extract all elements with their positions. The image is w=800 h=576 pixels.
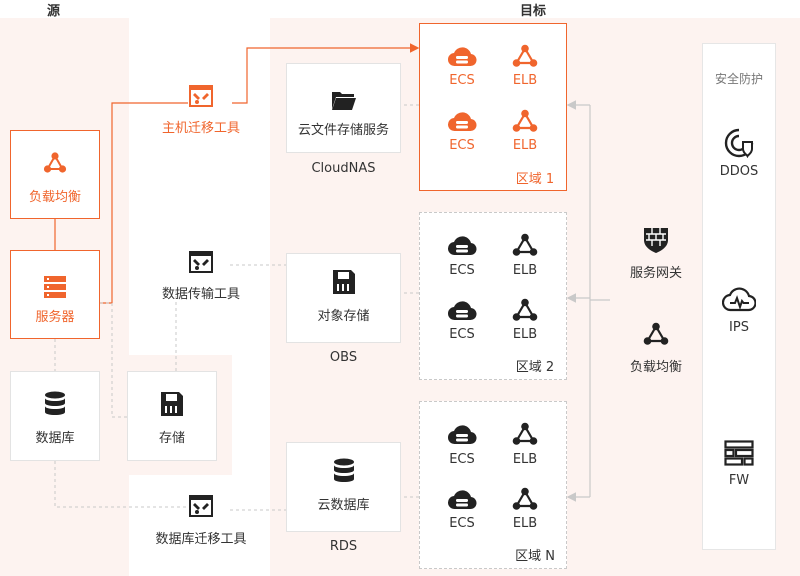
db-migration-tool-icon — [189, 495, 213, 517]
region-n[interactable]: ECS ELB ECS ELB 区域 N — [419, 401, 567, 569]
region-n-ecs-1-label: ECS — [449, 452, 475, 467]
firewall-icon — [724, 440, 754, 466]
ecs-icon — [447, 425, 477, 445]
region-2-elb-1-label: ELB — [512, 263, 538, 278]
cloudnas-caption: CloudNAS — [311, 161, 376, 176]
source-header: 源 — [47, 4, 61, 19]
ecs-icon — [447, 301, 477, 321]
source-load-balancer-label: 负载均衡 — [28, 190, 81, 205]
ecs-icon — [447, 490, 477, 510]
host-migration-tool-icon — [189, 85, 213, 107]
target-header: 目标 — [520, 4, 547, 19]
source-server-label: 服务器 — [35, 310, 75, 325]
ddos-icon — [724, 128, 754, 158]
rds-label: 云数据库 — [317, 498, 370, 513]
db-migration-tool-label: 数据库迁移工具 — [155, 532, 247, 547]
folder-icon — [332, 92, 356, 110]
object-storage-icon — [333, 270, 355, 294]
source-database-label: 数据库 — [35, 431, 75, 446]
data-transfer-tool-label: 数据传输工具 — [161, 287, 240, 302]
ecs-icon — [447, 47, 477, 67]
region-n-name: 区域 N — [515, 549, 555, 564]
ips-label: IPS — [729, 320, 749, 335]
region-n-elb-1-label: ELB — [512, 452, 538, 467]
cloudnas-label: 云文件存储服务 — [297, 123, 389, 138]
source-storage-label: 存储 — [158, 431, 185, 446]
gateway-load-balancer-label: 负载均衡 — [629, 360, 682, 375]
source-database-box[interactable]: 数据库 — [10, 371, 100, 461]
source-server-box[interactable]: 服务器 — [10, 250, 100, 339]
region-2-elb-2-label: ELB — [512, 327, 538, 342]
region-1[interactable]: ECS ELB ECS ELB 区域 1 — [419, 23, 567, 191]
region-2-name: 区域 2 — [515, 360, 555, 375]
region-2-ecs-2-label: ECS — [449, 327, 475, 342]
storage-icon — [161, 392, 183, 416]
region-1-elb-1-label: ELB — [512, 73, 538, 88]
rds-box[interactable]: 云数据库 — [286, 442, 401, 532]
elb-icon — [512, 109, 538, 132]
server-icon — [44, 276, 66, 298]
elb-icon — [512, 44, 538, 67]
obs-caption: OBS — [329, 350, 358, 365]
ecs-icon — [447, 112, 477, 132]
source-load-balancer-box[interactable]: 负载均衡 — [10, 130, 100, 219]
service-gateway-icon — [644, 228, 668, 253]
cloud-database-icon — [334, 458, 354, 482]
region-2-ecs-1-label: ECS — [449, 263, 475, 278]
elb-icon — [512, 422, 538, 445]
elb-icon — [512, 233, 538, 256]
load-balancer-icon — [43, 152, 67, 173]
host-migration-tool-label: 主机迁移工具 — [161, 121, 240, 136]
cloudnas-box[interactable]: 云文件存储服务 — [286, 63, 401, 153]
service-gateway-label: 服务网关 — [629, 266, 682, 281]
region-1-ecs-2-label: ECS — [449, 138, 475, 153]
region-1-name: 区域 1 — [515, 172, 555, 187]
region-2[interactable]: ECS ELB ECS ELB 区域 2 — [419, 212, 567, 380]
security-title: 安全防护 — [714, 72, 763, 86]
region-1-ecs-1-label: ECS — [449, 73, 475, 88]
elb-icon — [512, 298, 538, 321]
rds-caption: RDS — [329, 539, 358, 554]
load-balancer-icon — [643, 322, 669, 345]
region-n-elb-2-label: ELB — [512, 516, 538, 531]
region-n-ecs-2-label: ECS — [449, 516, 475, 531]
fw-label: FW — [728, 473, 750, 488]
region-1-elb-2-label: ELB — [512, 138, 538, 153]
ips-icon — [722, 287, 756, 312]
database-icon — [45, 391, 65, 415]
ecs-icon — [447, 236, 477, 256]
source-storage-box[interactable]: 存储 — [127, 371, 217, 461]
ddos-label: DDOS — [719, 164, 759, 179]
elb-icon — [512, 487, 538, 510]
obs-label: 对象存储 — [317, 309, 370, 324]
data-transfer-tool-icon — [189, 251, 213, 273]
obs-box[interactable]: 对象存储 — [286, 253, 401, 343]
